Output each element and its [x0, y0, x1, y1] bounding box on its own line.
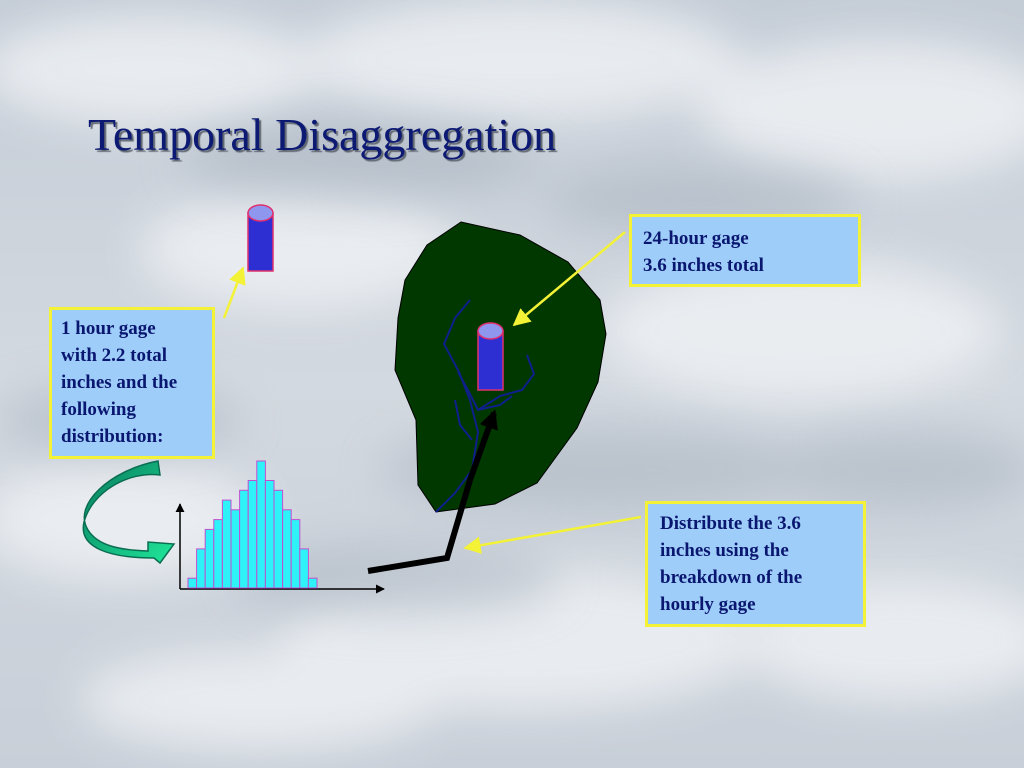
histogram-bar [273, 489, 284, 589]
stream-branch-right [477, 354, 536, 411]
stream-main [435, 299, 480, 513]
stream-network [435, 299, 536, 513]
histogram-bar [247, 480, 258, 589]
histogram-bar [221, 499, 232, 589]
histogram-bar [307, 577, 318, 589]
stream-branch-low [454, 399, 473, 441]
pointer-daily-gage [512, 231, 626, 327]
histogram-bar [204, 528, 215, 589]
histogram-bar [187, 577, 198, 589]
hourly-gage-icon [247, 204, 274, 272]
histogram-bar [299, 548, 309, 589]
hourly-gage-callout: 1 hour gage with 2.2 total inches and th… [49, 307, 215, 459]
histogram-bar [230, 509, 241, 589]
distribute-callout-line: Distribute the 3.6 [660, 513, 801, 534]
pointer-hourly-gage [222, 266, 246, 319]
hourly-gage-callout-line: distribution: [61, 426, 164, 447]
slide-title: Temporal Disaggregation [88, 109, 557, 160]
histogram-bar [213, 519, 223, 589]
distribute-callout-line: hourly gage [660, 594, 756, 615]
daily-gage-callout-line: 3.6 inches total [643, 255, 764, 276]
histogram-bar [256, 460, 266, 589]
histogram-bar [282, 509, 292, 589]
daily-gage-callout: 24-hour gage 3.6 inches total [629, 214, 861, 287]
histogram-bar [290, 519, 301, 589]
distribute-callout: Distribute the 3.6 inches using the brea… [645, 501, 866, 627]
daily-gage-icon [477, 322, 504, 391]
hourly-gage-callout-line: following [61, 399, 136, 420]
hourly-distribution-bars [187, 460, 318, 589]
curved-arrow-icon [82, 460, 176, 565]
pointer-distribute [463, 515, 642, 554]
histogram-bar [264, 480, 275, 589]
histogram-bar [239, 489, 249, 589]
distribute-callout-line: inches using the [660, 540, 789, 561]
hourly-gage-callout-line: 1 hour gage [61, 318, 156, 339]
hourly-gage-callout-line: inches and the [61, 372, 178, 393]
transfer-arrow [367, 409, 498, 574]
distribute-callout-line: breakdown of the [660, 567, 803, 588]
daily-gage-callout-line: 24-hour gage [643, 228, 749, 249]
histogram-bar [196, 548, 206, 589]
hourly-gage-callout-line: with 2.2 total [61, 345, 168, 366]
